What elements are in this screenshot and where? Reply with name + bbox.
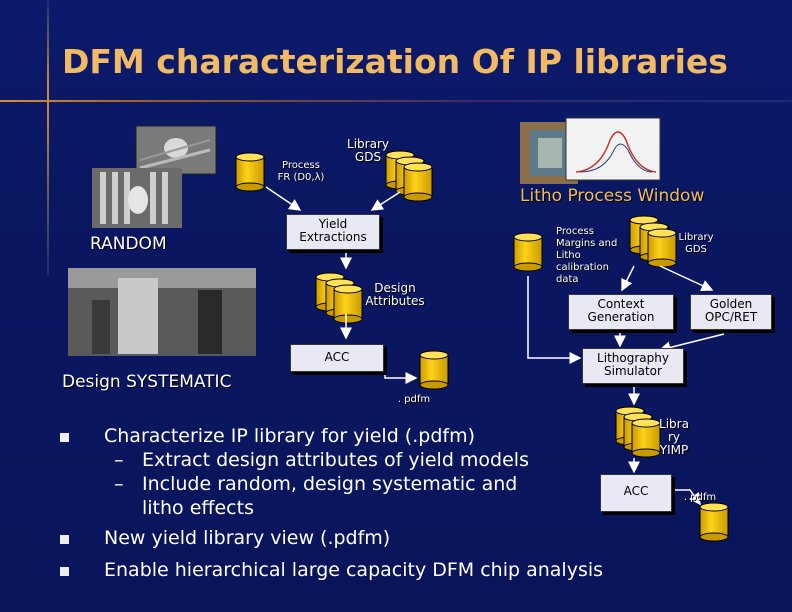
title-divider	[0, 100, 792, 102]
library-gds-right-label: Library GDS	[678, 232, 714, 255]
dash-icon: –	[114, 449, 124, 471]
acc-top-label: ACC	[324, 350, 350, 364]
golden-opc-box: Golden OPC/RET	[690, 294, 772, 330]
bullet-item: Enable hierarchical large capacity DFM c…	[60, 558, 603, 582]
left-accent-line	[47, 0, 49, 275]
litho-window-chart	[565, 117, 661, 181]
sub-bullet-text: Include random, design systematic and li…	[142, 473, 518, 519]
design-systematic-label: Design SYSTEMATIC	[62, 372, 232, 392]
random-label: RANDOM	[90, 234, 167, 254]
bullet-square-icon	[60, 535, 69, 544]
slide-title: DFM characterization Of IP libraries	[62, 42, 728, 81]
context-generation-box: Context Generation	[568, 294, 674, 330]
bullet-square-icon	[60, 433, 69, 442]
sem-photo-bottom	[92, 168, 182, 228]
golden-opc-label: Golden OPC/RET	[704, 297, 758, 324]
process-margins-label: Process Margins and Litho calibration da…	[556, 226, 618, 285]
dash-icon: –	[114, 473, 124, 495]
design-attributes-label: Design Attributes	[365, 281, 425, 308]
yield-extractions-box: Yield Extractions	[286, 214, 380, 250]
litho-window-label: Litho Process Window	[520, 186, 705, 206]
bullet-text: Characterize IP library for yield (.pdfm…	[104, 425, 475, 447]
context-generation-label: Context Generation	[587, 297, 655, 324]
sub-bullet-item: – Extract design attributes of yield mod…	[60, 448, 603, 472]
litho-sim-box: Lithography Simulator	[582, 348, 684, 384]
sem-photo-systematic	[68, 268, 256, 356]
bullet-item: Characterize IP library for yield (.pdfm…	[60, 424, 603, 448]
bullet-text: Enable hierarchical large capacity DFM c…	[104, 559, 604, 581]
bullet-square-icon	[60, 567, 69, 576]
sem-photo-top	[135, 125, 217, 175]
process-fr-label: Process FR (D0,λ)	[277, 160, 325, 183]
bullet-item: New yield library view (.pdfm)	[60, 526, 603, 550]
pdfm-right-label: . pdfm	[683, 492, 717, 503]
pdfm-center-label: . pdfm	[397, 394, 431, 405]
yield-extractions-label: Yield Extractions	[299, 217, 367, 244]
acc-top-box: ACC	[290, 344, 384, 372]
sub-bullet-item: – Include random, design systematic and …	[60, 472, 562, 520]
bullet-text: New yield library view (.pdfm)	[104, 527, 391, 549]
litho-sim-label: Lithography Simulator	[597, 351, 669, 378]
library-gds-top-label: Library GDS	[347, 137, 389, 164]
library-yimp-label: Libra ry YIMP	[659, 417, 689, 457]
sub-bullet-text: Extract design attributes of yield model…	[142, 449, 529, 471]
acc-bottom-box: ACC	[600, 474, 672, 512]
bullet-list: Characterize IP library for yield (.pdfm…	[60, 420, 603, 582]
acc-bottom-label: ACC	[623, 484, 649, 498]
